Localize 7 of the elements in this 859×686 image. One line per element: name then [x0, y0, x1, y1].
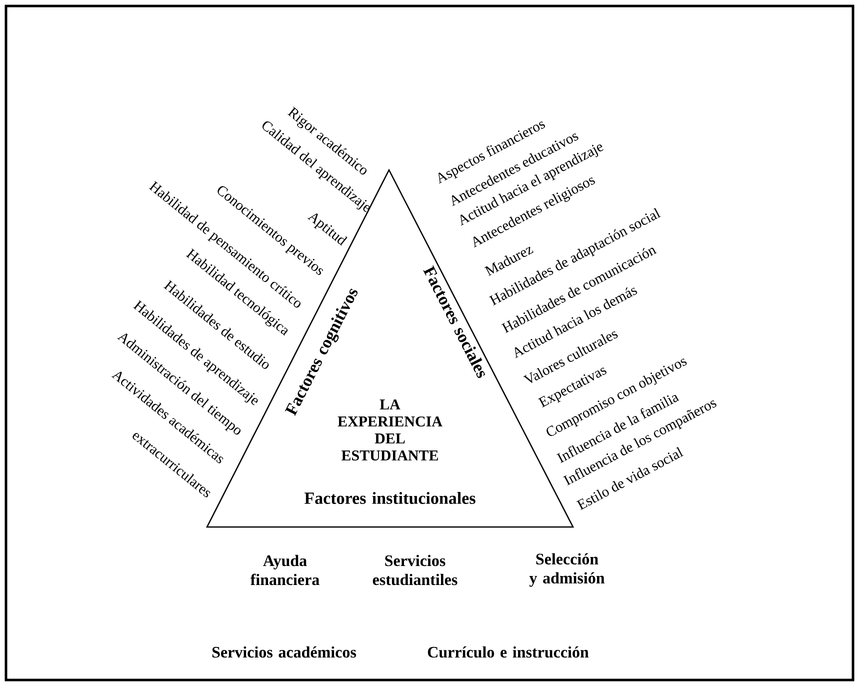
institutional-label: Ayuda financiera	[250, 554, 320, 586]
institutional-label: Servicios estudiantiles	[372, 554, 458, 586]
center-title: LA EXPERIENCIA DEL ESTUDIANTE	[338, 399, 442, 461]
base-label: Factores institucionales	[304, 492, 476, 504]
institutional-label: Selección y admisión	[529, 553, 605, 587]
institutional-label: Servicios académicos	[212, 646, 356, 658]
institutional-label: Currículo e instrucción	[428, 646, 589, 658]
